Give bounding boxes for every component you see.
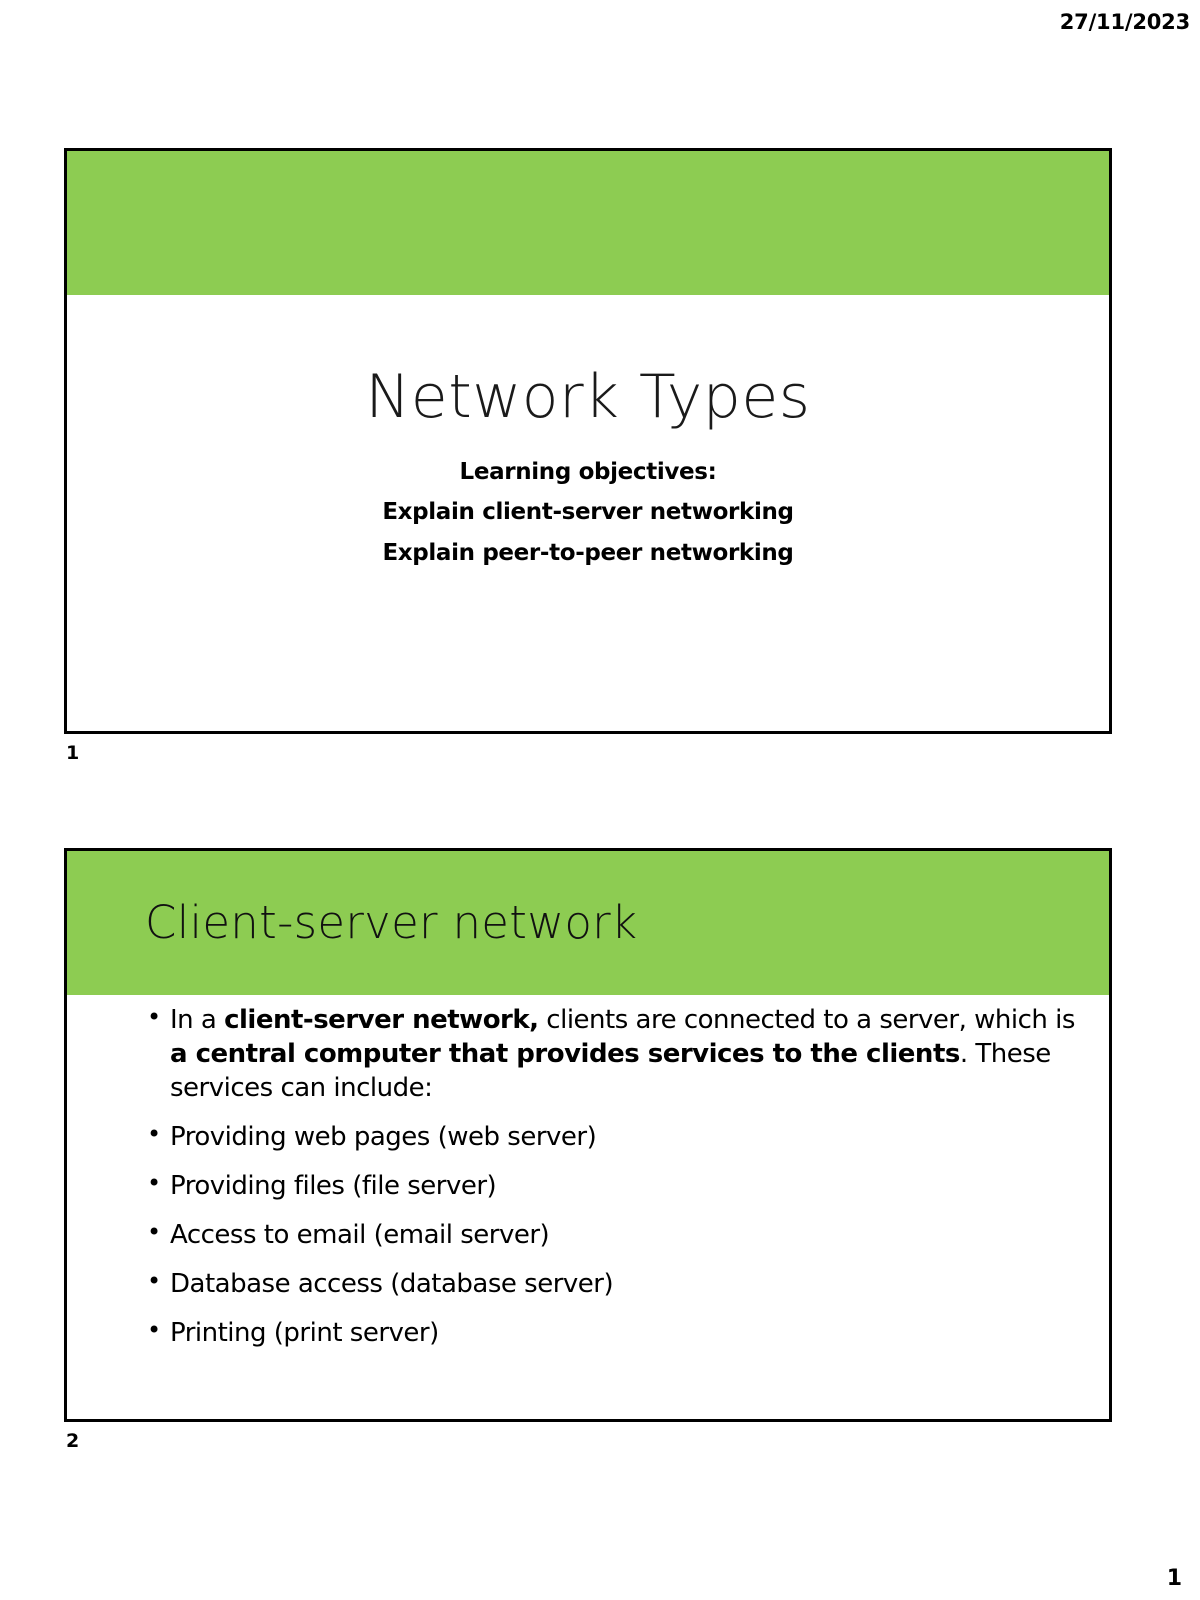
bullet-item: In a client-server network, clients are … (147, 1002, 1085, 1105)
slide-1-number: 1 (66, 742, 80, 764)
slide-1-accent-band (67, 151, 1109, 295)
slide-2-accent-band (67, 851, 1109, 995)
bullet-text: . These services can include: (170, 1039, 1051, 1104)
bullet-text: In a (170, 1005, 225, 1035)
bullet-text: Access to email (email server) (170, 1220, 550, 1251)
bullet-text: Printing (print server) (170, 1318, 439, 1349)
bullet-item: Database access (database server) (147, 1266, 1085, 1301)
learning-objectives-heading: Learning objectives: (459, 458, 717, 485)
bullet-emphasis: client-server network, (224, 1005, 539, 1035)
learning-objectives-list: Learning objectives: Explain client-serv… (67, 452, 1109, 573)
bullet-text: Providing files (file server) (170, 1171, 497, 1202)
objective-peer-to-peer: Explain peer-to-peer networking (382, 539, 794, 566)
slide-1-title-block: Network Types Learning objectives: Expla… (67, 362, 1109, 573)
bullet-text: clients are connected to a server, which… (538, 1005, 1075, 1035)
bullet-item: Printing (print server) (147, 1315, 1085, 1350)
bullet-text: Providing web pages (web server) (170, 1122, 597, 1153)
objective-client-server: Explain client-server networking (382, 499, 794, 526)
slide-1[interactable]: Network Types Learning objectives: Expla… (64, 148, 1112, 734)
slide-2-heading: Client-server network (145, 896, 638, 949)
slide-2-number: 2 (66, 1430, 80, 1452)
deck-title: Network Types (365, 362, 811, 432)
bullet-item: Access to email (email server) (147, 1217, 1085, 1252)
page-number: 1 (1166, 1566, 1182, 1591)
handout-date: 27/11/2023 (1059, 10, 1190, 34)
slide-2[interactable]: Client-server network In a client-server… (64, 848, 1112, 1422)
bullet-item: Providing web pages (web server) (147, 1119, 1085, 1154)
slide-2-bullet-list: In a client-server network, clients are … (147, 1002, 1085, 1350)
bullet-text: Database access (database server) (170, 1269, 614, 1300)
bullet-emphasis: a central computer that provides service… (170, 1039, 960, 1070)
bullet-item: Providing files (file server) (147, 1168, 1085, 1203)
